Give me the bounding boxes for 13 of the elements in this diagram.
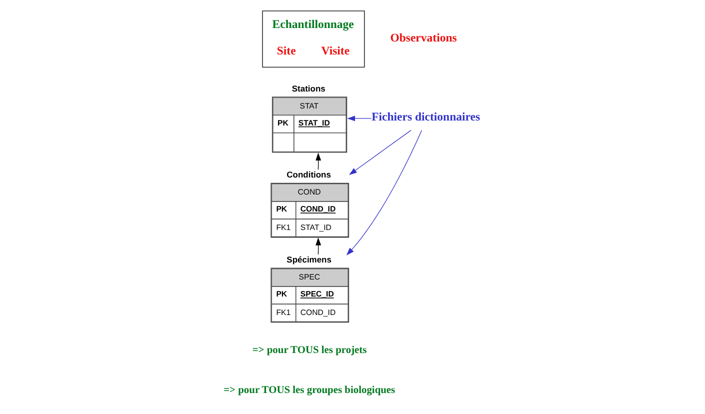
node-label: Spécimens (286, 254, 332, 264)
node-label: Conditions (286, 170, 331, 180)
arrow (347, 116, 372, 122)
label: Observations (390, 31, 457, 44)
label: => pour TOUS les groupes biologiques (224, 385, 396, 396)
node-text: Fichiers dictionnaires (372, 110, 480, 124)
arrow (346, 130, 422, 256)
node-label: Stations (292, 83, 326, 94)
arrow (349, 130, 412, 175)
node-box: Echantillonnage Site Visite (262, 10, 365, 68)
arrow (316, 152, 322, 170)
arrow (316, 238, 322, 255)
label: => pour TOUS les projets (252, 345, 367, 356)
